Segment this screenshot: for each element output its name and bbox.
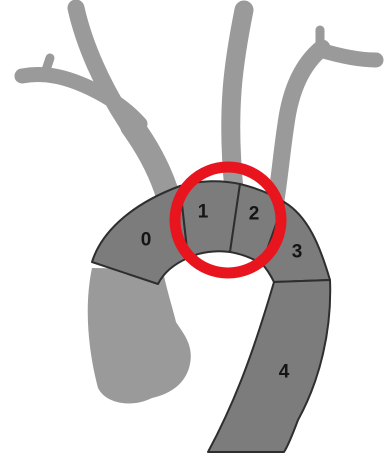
right-subclavian-twig <box>44 58 50 76</box>
left-subclavian-branch <box>320 50 376 60</box>
zone-0-label: 0 <box>141 230 152 251</box>
zone-3-label: 3 <box>292 242 303 263</box>
ascending-aorta <box>88 268 191 403</box>
left-subclavian-artery <box>276 48 322 200</box>
zone-4-label: 4 <box>279 362 290 383</box>
zone-4-segment <box>208 280 330 452</box>
zone-2-label: 2 <box>249 204 260 225</box>
right-common-carotid-artery <box>76 8 130 128</box>
zone-1-label: 1 <box>198 202 209 223</box>
brachiocephalic-trunk <box>132 126 168 196</box>
